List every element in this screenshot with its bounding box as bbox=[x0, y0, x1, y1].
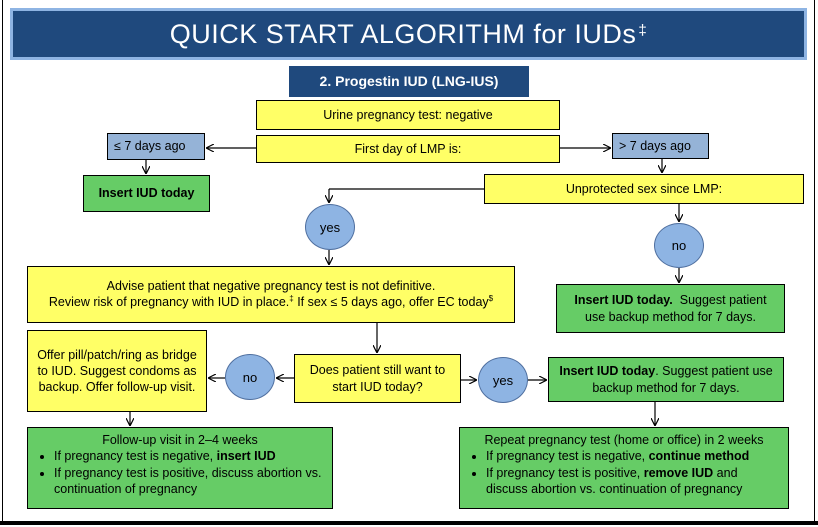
followup-bullet-1: If pregnancy test is negative, insert IU… bbox=[54, 448, 326, 464]
insert-today-box: Insert IUD today bbox=[83, 175, 210, 212]
followup-bullet-1-bold: insert IUD bbox=[216, 449, 276, 464]
followup-bullet-1-text: If pregnancy test is negative, bbox=[54, 449, 217, 464]
still-want-box: Does patient still want to start IUD tod… bbox=[294, 354, 461, 403]
gt7-text: > 7 days ago bbox=[619, 138, 691, 153]
insert-backup-mid-bold: Insert IUD today bbox=[559, 364, 656, 379]
section-label: 2. Progestin IUD (LNG-IUS) bbox=[289, 66, 529, 97]
repeat-title: Repeat pregnancy test (home or office) i… bbox=[484, 433, 764, 447]
advise-mark-2: $ bbox=[488, 294, 494, 304]
page-title: QUICK START ALGORITHM for IUDs‡ bbox=[10, 8, 807, 60]
repeat-bullet-1-text: If pregnancy test is negative, bbox=[486, 449, 649, 464]
repeat-bullet-2: If pregnancy test is positive, remove IU… bbox=[486, 465, 782, 498]
no-circle-1: no bbox=[654, 223, 704, 268]
urine-test-text: Urine pregnancy test: negative bbox=[323, 107, 493, 122]
advise-mark-1: ‡ bbox=[289, 294, 294, 304]
repeat-bullet-2-text: If pregnancy test is positive, bbox=[486, 465, 644, 480]
offer-pill-box: Offer pill/patch/ring as bridge to IUD. … bbox=[27, 330, 207, 412]
repeat-list: If pregnancy test is negative, continue … bbox=[466, 448, 782, 497]
no-label-1: no bbox=[671, 238, 687, 253]
advise-line-2b: If sex ≤ 5 days ago, offer EC today bbox=[293, 295, 489, 310]
advise-line-2a: Review risk of pregnancy with IUD in pla… bbox=[48, 295, 290, 310]
unprotected-box: Unprotected sex since LMP: bbox=[484, 174, 804, 204]
yes-circle-1: yes bbox=[305, 204, 355, 250]
repeat-bullet-2-rest: and discuss abortion vs. continuation of… bbox=[486, 465, 743, 496]
still-want-text: Does patient still want to start IUD tod… bbox=[309, 363, 446, 394]
advise-line-1: Advise patient that negative pregnancy t… bbox=[106, 279, 436, 294]
followup-list: If pregnancy test is negative, insert IU… bbox=[34, 448, 326, 497]
followup-title: Follow-up visit in 2–4 weeks bbox=[102, 433, 258, 447]
yes-label-2: yes bbox=[492, 372, 514, 388]
bottom-rule bbox=[0, 521, 818, 525]
le7-text: ≤ 7 days ago bbox=[114, 139, 186, 154]
yes-label-1: yes bbox=[319, 219, 341, 235]
insert-backup-right-box: Insert IUD today. Suggest patient use ba… bbox=[556, 284, 785, 333]
urine-test-box: Urine pregnancy test: negative bbox=[256, 100, 560, 130]
unprotected-text: Unprotected sex since LMP: bbox=[565, 181, 723, 196]
insert-backup-right-text: Insert IUD today. Suggest patient use ba… bbox=[563, 292, 778, 325]
repeat-bullet-1: If pregnancy test is negative, continue … bbox=[486, 448, 782, 464]
lmp-text: First day of LMP is: bbox=[354, 141, 462, 156]
repeat-bullet-1-bold: continue method bbox=[648, 449, 750, 464]
section-label-text: 2. Progestin IUD (LNG-IUS) bbox=[319, 73, 499, 90]
gt7-box: > 7 days ago bbox=[612, 133, 709, 159]
no-label-2: no bbox=[242, 369, 258, 385]
lmp-box: First day of LMP is: bbox=[256, 135, 560, 163]
insert-backup-right-rest: Suggest patient use backup method for 7 … bbox=[585, 293, 771, 324]
advise-box: Advise patient that negative pregnancy t… bbox=[27, 266, 515, 323]
followup-bullet-2: If pregnancy test is positive, discuss a… bbox=[54, 465, 326, 498]
insert-today-text: Insert IUD today bbox=[98, 186, 195, 201]
followup-box: Follow-up visit in 2–4 weeks If pregnanc… bbox=[27, 427, 333, 509]
le7-box: ≤ 7 days ago bbox=[107, 133, 205, 160]
insert-backup-mid-text: Insert IUD today. Suggest patient use ba… bbox=[555, 363, 777, 396]
repeat-bullet-2-bold: remove IUD bbox=[643, 465, 714, 480]
page-title-text: QUICK START ALGORITHM for IUDs bbox=[169, 18, 637, 49]
offer-pill-text: Offer pill/patch/ring as bridge to IUD. … bbox=[37, 347, 197, 395]
no-circle-2: no bbox=[225, 354, 275, 400]
followup-bullet-2-text: If pregnancy test is positive, discuss a… bbox=[54, 465, 322, 496]
yes-circle-2: yes bbox=[478, 357, 528, 403]
repeat-box: Repeat pregnancy test (home or office) i… bbox=[459, 427, 789, 509]
advise-line-2: Review risk of pregnancy with IUD in pla… bbox=[49, 294, 493, 310]
title-footnote-mark: ‡ bbox=[638, 21, 648, 39]
insert-backup-mid-rest: . Suggest patient use backup method for … bbox=[592, 364, 773, 395]
insert-backup-right-bold: Insert IUD today. bbox=[574, 293, 673, 308]
insert-backup-mid-box: Insert IUD today. Suggest patient use ba… bbox=[548, 357, 784, 402]
